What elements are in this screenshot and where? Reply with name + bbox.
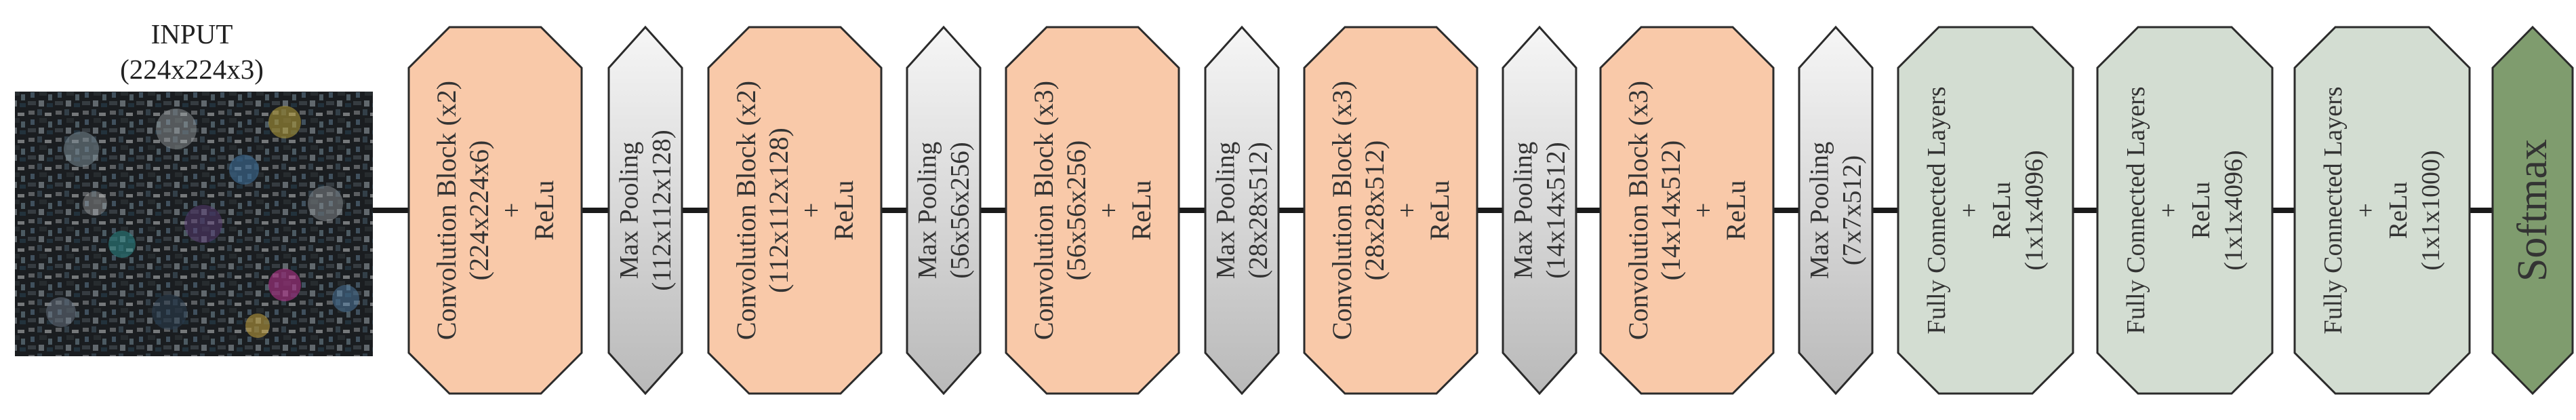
conv-block-label-line: ReLu xyxy=(1126,180,1156,241)
conv-block-label-line: (224x224x6) xyxy=(464,140,494,281)
conv-block-9: Convolution Block (x3)(14x14x512)+ReLu xyxy=(1599,26,1775,395)
fc-block-label-line: + xyxy=(2352,203,2380,217)
max-pool-block-shape xyxy=(1502,25,1577,396)
fc-block-13: Fully Connected Layers + ReLu(1x1x1000) xyxy=(2293,26,2471,395)
conv-block-3: Convolution Block (x2)(112x112x128)+ReLu xyxy=(707,26,883,395)
input-shape: (224x224x3) xyxy=(120,54,264,85)
conv-block-label-line: + xyxy=(496,203,527,218)
conv-block-shape xyxy=(1005,26,1180,395)
fc-block-label-line: (1x1x1000) xyxy=(2417,150,2445,270)
input-title: INPUT xyxy=(151,18,233,50)
fc-block-label-line: ReLu xyxy=(2187,182,2215,239)
conv-block-label-line: (14x14x512) xyxy=(1655,140,1686,281)
softmax-block-14: Softmax xyxy=(2491,25,2574,396)
max-pool-block-label-line: (28x28x512) xyxy=(1244,142,1273,278)
max-pool-block-label-line: (56x56x256) xyxy=(946,142,975,278)
conv-block-1: Convolution Block (x2)(224x224x6)+ReLu xyxy=(407,26,583,395)
conv-block-label-line: (56x56x256) xyxy=(1061,140,1091,281)
max-pool-block-label-line: Max Pooling xyxy=(615,142,644,280)
conv-block-label-line: Convolution Block (x2) xyxy=(731,81,761,340)
fc-block-label-line: (1x1x4096) xyxy=(2020,150,2049,270)
conv-block-label-line: + xyxy=(1392,203,1422,218)
fc-block-label-line: + xyxy=(2154,203,2183,217)
max-pool-block-shape xyxy=(1798,25,1874,396)
fc-block-shape xyxy=(2096,26,2274,395)
input-image xyxy=(15,92,373,356)
conv-block-label-line: Convolution Block (x2) xyxy=(431,81,462,340)
max-pool-block-2: Max Pooling(112x112x128) xyxy=(607,25,683,396)
conv-block-label-line: ReLu xyxy=(1720,180,1751,241)
conv-block-label-line: ReLu xyxy=(1424,180,1455,241)
conv-block-label-line: + xyxy=(1688,203,1718,218)
softmax-block-label-line: Softmax xyxy=(2510,139,2556,282)
conv-block-label-line: Convolution Block (x3) xyxy=(1327,81,1357,340)
fc-block-shape xyxy=(1897,26,2074,395)
fc-block-label-line: (1x1x4096) xyxy=(2219,150,2248,270)
max-pool-block-label-line: Max Pooling xyxy=(913,142,942,280)
conv-block-label-line: (28x28x512) xyxy=(1359,140,1390,281)
max-pool-block-label-line: Max Pooling xyxy=(1509,142,1538,280)
conv-block-label-line: ReLu xyxy=(529,180,559,241)
max-pool-block-10: Max Pooling(7x7x512) xyxy=(1798,25,1874,396)
conv-block-label-line: Convolution Block (x3) xyxy=(1623,81,1653,340)
max-pool-block-8: Max Pooling(14x14x512) xyxy=(1502,25,1577,396)
fc-block-12: Fully Connected Layers + ReLu(1x1x4096) xyxy=(2096,26,2274,395)
fc-block-label-line: Fully Connected Layers xyxy=(2319,86,2348,334)
max-pool-block-label-line: (7x7x512) xyxy=(1838,155,1867,265)
max-pool-block-label-line: Max Pooling xyxy=(1211,142,1241,280)
fc-block-label-line: ReLu xyxy=(1988,182,2016,239)
max-pool-block-4: Max Pooling(56x56x256) xyxy=(906,25,982,396)
fc-block-11: Fully Connected Layers + ReLu(1x1x4096) xyxy=(1897,26,2074,395)
conv-block-5: Convolution Block (x3)(56x56x256)+ReLu xyxy=(1005,26,1180,395)
softmax-block-shape xyxy=(2491,25,2574,396)
fc-block-label-line: + xyxy=(1955,203,1984,217)
fc-block-label-line: Fully Connected Layers xyxy=(1923,86,1951,334)
max-pool-block-6: Max Pooling(28x28x512) xyxy=(1204,25,1280,396)
conv-block-label-line: + xyxy=(796,203,826,218)
fc-block-shape xyxy=(2293,26,2471,395)
max-pool-block-label-line: (112x112x128) xyxy=(647,130,677,291)
conv-block-shape xyxy=(407,26,583,395)
conv-block-label-line: (112x112x128) xyxy=(763,128,794,293)
conv-block-label-line: + xyxy=(1093,203,1124,218)
conv-block-label-line: Convolution Block (x3) xyxy=(1028,81,1059,340)
conv-block-label-line: ReLu xyxy=(828,180,859,241)
conv-block-shape xyxy=(1599,26,1775,395)
conv-block-shape xyxy=(707,26,883,395)
max-pool-block-shape xyxy=(1204,25,1280,396)
conv-block-7: Convolution Block (x3)(28x28x512)+ReLu xyxy=(1303,26,1478,395)
conv-block-shape xyxy=(1303,26,1478,395)
max-pool-block-shape xyxy=(607,25,683,396)
max-pool-block-label-line: (14x14x512) xyxy=(1542,142,1571,278)
max-pool-block-shape xyxy=(906,25,982,396)
fc-block-label-line: ReLu xyxy=(2384,182,2413,239)
fc-block-label-line: Fully Connected Layers xyxy=(2122,86,2150,334)
max-pool-block-label-line: Max Pooling xyxy=(1805,142,1834,280)
